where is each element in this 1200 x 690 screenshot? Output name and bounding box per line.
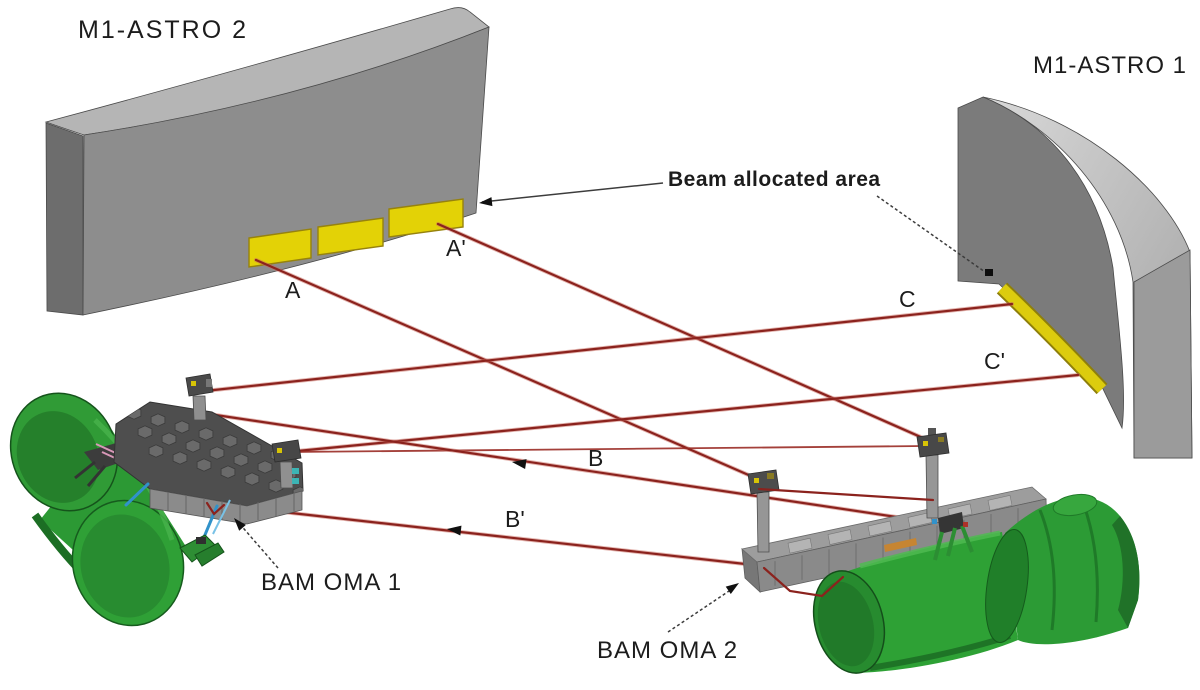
beam-b-prime-direction-arrow-icon [447,525,462,536]
label-beam-c-prime: C' [984,348,1005,374]
beam-b-prime-line [227,504,765,568]
oma2-arrow-icon [725,583,739,595]
oma1-bipod-mount [179,534,225,567]
annotations [234,182,993,633]
oma2-orange-label [884,538,917,552]
beam-a-prime-line [436,222,934,444]
labels: M1-ASTRO 2 M1-ASTRO 1 Beam allocated are… [78,16,1187,664]
label-beam-a-prime: A' [446,235,466,261]
label-beam-a: A [285,277,301,303]
bam-oma-2-assembly [741,428,1140,674]
beam-b-line [207,412,932,524]
oma2-baffle-top-bump [1052,493,1098,517]
beam-area-leader-right [876,195,986,273]
oma1-bench-front-panels [167,492,295,523]
beam-b-direction-arrow-icon [512,459,527,470]
beam-a-line [254,258,762,482]
oma2-fold-mirror-tower-left [747,469,780,553]
bam-oma-1-assembly [9,373,304,627]
beam-c-line [203,302,1014,393]
label-bam-oma-1: BAM OMA 1 [261,569,402,596]
beam-between-towers [291,445,926,453]
oma2-green-baffle [812,493,1140,674]
mirror2-side-face [45,122,84,316]
oma1-leader [237,521,279,569]
label-bam-oma-2: BAM OMA 2 [597,637,738,664]
beam-area-target-marker [985,269,993,276]
tower-cyan-fitting [292,468,299,474]
label-m1-astro-2: M1-ASTRO 2 [78,16,248,44]
label-beam-b-prime: B' [505,506,525,532]
mirror2-front-face [82,26,490,316]
mirror1-side-face [1133,249,1193,459]
oma2-fold-mirror-tower-right [916,428,950,519]
beam-c-prime-line [285,373,1080,454]
tower-mirror-mount-yellow [191,381,196,386]
oma1-fold-mirror-tower-right [271,439,302,489]
oma2-internal-beam [757,487,935,502]
oma2-baffle-ring [985,528,1029,644]
label-m1-astro-1: M1-ASTRO 1 [1033,52,1187,79]
mirror-m1-astro-2 [44,7,490,316]
oma2-baffle-rear-section [1005,497,1140,645]
oma1-beam-fold-segment [205,501,226,516]
laser-beams [203,222,1080,568]
beam-area-arrow-left-icon [479,197,493,207]
oma2-mount-bracket [932,512,974,561]
beam-area-leader-left [481,182,664,203]
label-beam-allocated-area: Beam allocated area [668,168,881,191]
oma2-leader [667,586,736,633]
oma2-baffle-end-cap [1112,516,1140,628]
oma2-baffle-body [848,532,1018,673]
oma2-beam-fold-segment [762,566,845,598]
beam-allocated-area-mirror1 [998,284,1106,393]
oma1-arrow-icon [234,518,246,531]
oma1-fold-mirror-tower-left [185,373,214,421]
label-beam-c: C [899,286,916,312]
label-beam-b: B [588,445,603,471]
mirror-m1-astro-1 [957,96,1193,459]
